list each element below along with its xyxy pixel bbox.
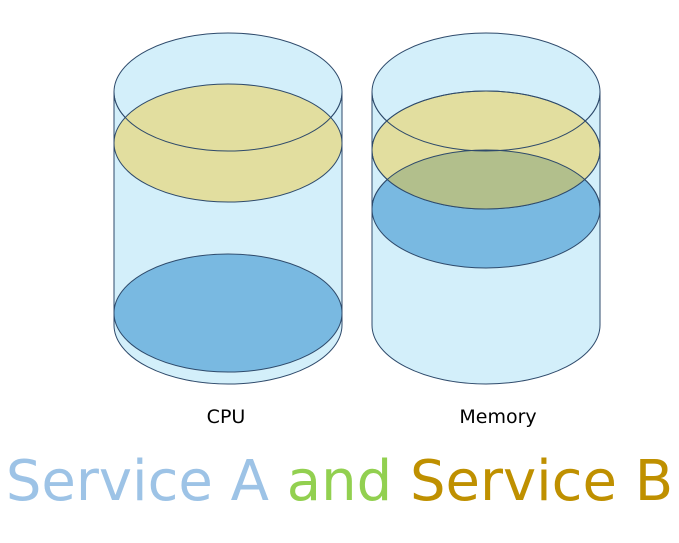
memory-overlap-region xyxy=(372,150,600,209)
memory-label: Memory xyxy=(459,406,537,428)
memory-cylinder xyxy=(371,32,601,385)
memory-service-b-outline xyxy=(371,90,601,210)
memory-cylinder-top-rim xyxy=(371,91,601,152)
cpu-service-b-level xyxy=(113,83,343,203)
cpu-service-a-level xyxy=(113,253,343,373)
diagram-title: Service A and Service B xyxy=(0,446,679,518)
cpu-cylinder-top-rim xyxy=(113,91,343,152)
cpu-label: CPU xyxy=(206,406,246,428)
title-service-a: Service A xyxy=(5,449,269,514)
memory-service-a-rim xyxy=(371,149,601,210)
title-and: and xyxy=(286,449,393,514)
title-service-b: Service B xyxy=(409,449,674,514)
cpu-cylinder xyxy=(113,32,343,385)
